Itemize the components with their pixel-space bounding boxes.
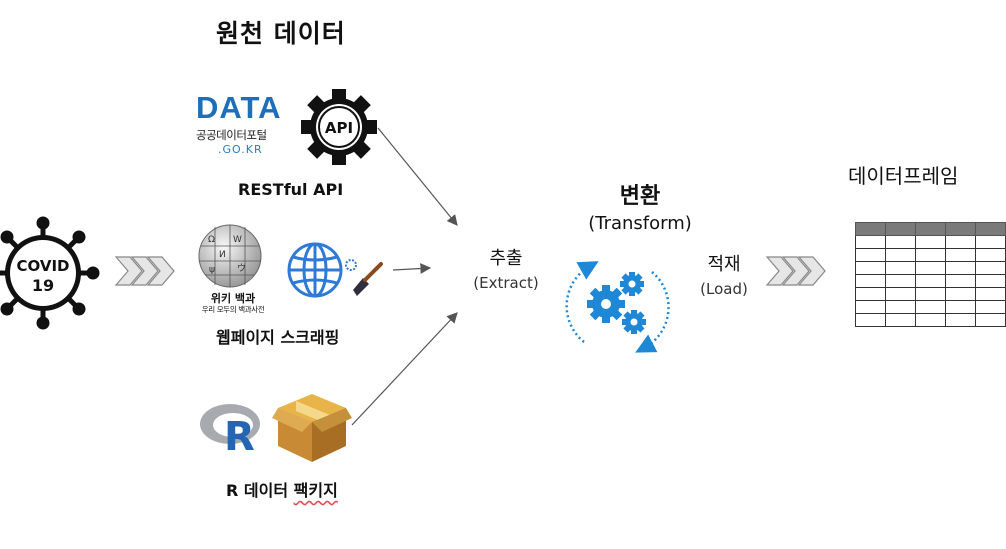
transform-subtitle: (Transform) [588,213,692,234]
covid-text-line2: 19 [32,276,54,295]
package-box-icon [272,394,352,462]
data-portal-logo: DATA 공공데이터포털 .GO.KR [196,90,296,157]
arrow-web-to-extract [392,263,432,274]
dataframe-grid [855,222,1006,327]
api-gear-icon: API [301,89,377,165]
arrow-r-to-extract [351,312,458,426]
web-scraping-globe-icon [287,242,383,298]
source-data-title: 원천 데이터 [216,19,346,48]
svg-text:ウ: ウ [237,263,246,274]
r-package-label-prefix: R 데이터 [226,481,294,500]
svg-text:И: И [219,250,226,260]
dataframe-table-icon [855,222,1006,327]
wikipedia-globe-icon: Ω WИ ウ ψ [198,224,262,288]
api-gear-label: API [325,119,353,137]
load-subtitle: (Load) [700,280,748,298]
arrow-api-to-extract [377,127,458,226]
data-logo-main: DATA [196,90,282,125]
web-scraping-label: 웹페이지 스크래핑 [216,328,340,347]
svg-text:Ω: Ω [208,235,215,245]
load-block: 적재 (Load) [684,250,764,298]
wikipedia-text2: 우리 모두의 백과사전 [201,305,265,314]
transform-block: 변환 (Transform) [570,178,710,234]
chevrons-right-icon [765,256,826,286]
svg-text:W: W [233,235,242,245]
extract-title: 추출 [489,248,523,269]
wikipedia-text1: 위키 백과 [210,292,256,305]
load-title: 적재 [707,254,741,275]
chevrons-left-icon [114,256,175,286]
r-logo-icon: R [200,404,260,455]
extract-subtitle: (Extract) [473,274,539,292]
r-logo-letter: R [224,414,255,455]
transform-gears-icon [565,261,670,353]
svg-text:ψ: ψ [209,265,215,275]
restful-api-label: RESTful API [238,180,344,199]
r-package-label: R 데이터 팩키지 [226,477,338,501]
wikipedia-caption: 위키 백과 우리 모두의 백과사전 [197,292,269,315]
covid-virus-icon: COVID 19 [0,216,100,330]
covid-text-line1: COVID [17,257,70,275]
data-logo-domain: .GO.KR [218,143,263,156]
data-logo-sub: 공공데이터포털 [196,128,267,142]
transform-title: 변환 [619,184,661,209]
dataframe-title: 데이터프레임 [848,164,959,188]
extract-block: 추출 (Extract) [456,244,556,292]
r-package-label-suffix: 팩키지 [293,481,338,500]
